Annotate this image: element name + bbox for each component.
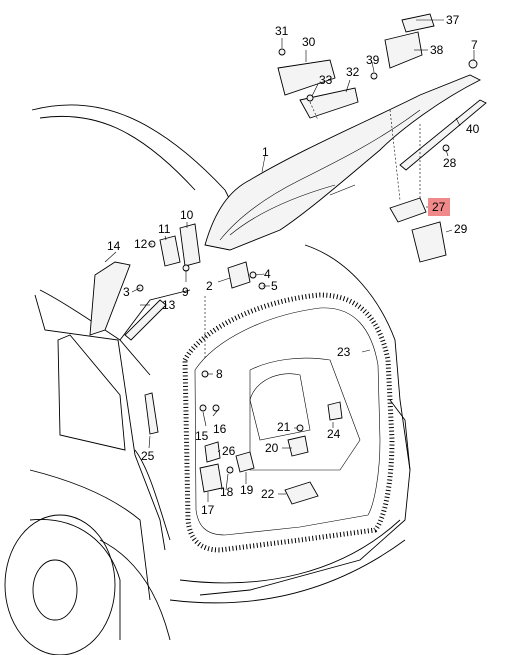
bolt-39 [370, 72, 378, 80]
cap-24 [327, 401, 343, 421]
roof-side-line [39, 115, 196, 191]
clip-15 [199, 404, 207, 412]
bolt-33 [306, 94, 314, 102]
tailgate-lid-rib [229, 184, 336, 236]
callout-5: 5 [271, 279, 278, 293]
bolt-28 [442, 144, 450, 152]
callout-31: 31 [275, 24, 289, 38]
callout-19: 19 [240, 483, 254, 497]
bumper-line [179, 519, 401, 584]
highlight-box [428, 198, 450, 216]
rear-wheel [4, 514, 116, 655]
callout-30: 30 [302, 35, 316, 49]
grip-37 [401, 13, 435, 33]
c-pillar-line [39, 289, 151, 376]
rear-wheel-hub [32, 559, 78, 621]
callout-24: 24 [327, 427, 341, 441]
handle-38 [384, 31, 423, 69]
bolt-18 [226, 466, 234, 474]
bolt-16 [212, 404, 220, 412]
trim-32 [299, 87, 359, 119]
callout-29: 29 [454, 222, 468, 236]
hinge-10 [179, 223, 201, 267]
tailgate-lid-rib-2 [329, 184, 356, 196]
tailgate-lid-inner [219, 109, 421, 241]
leader-lines [104, 19, 475, 502]
callout-33: 33 [319, 73, 333, 87]
callout-16: 16 [213, 422, 227, 436]
body-right-side [199, 244, 411, 596]
callout-3: 3 [123, 285, 130, 299]
side-window [57, 334, 126, 451]
body-right-edge [389, 399, 411, 471]
callout-11: 11 [158, 222, 171, 236]
callout-8: 8 [216, 367, 223, 381]
wheel-arch [29, 519, 121, 640]
callout-10: 10 [180, 208, 194, 222]
gas-strut-13 [124, 299, 167, 341]
callout-15: 15 [195, 429, 209, 443]
callout-labels: 1 2 3 4 5 7 8 9 10 11 12 13 14 15 16 17 … [107, 13, 480, 517]
callout-39: 39 [366, 53, 380, 67]
callout-9: 9 [182, 285, 189, 299]
hinge-11 [159, 235, 181, 267]
bracket-26 [204, 441, 221, 463]
bumper-left [99, 539, 171, 641]
tailgate-lid [204, 74, 482, 251]
bolt-31 [278, 48, 286, 56]
tailgate-opening-inner [194, 307, 381, 536]
bracket-2 [227, 261, 251, 289]
body-side-upper [34, 294, 166, 551]
spoiler-40 [399, 99, 487, 171]
callout-40: 40 [466, 122, 480, 136]
callout-22: 22 [261, 487, 275, 501]
callout-32: 32 [346, 65, 360, 79]
latch-17 [199, 463, 223, 493]
trunk-floor-line [249, 357, 361, 471]
callout-25: 25 [141, 449, 155, 463]
car-body [4, 104, 411, 655]
callout-7: 7 [471, 38, 478, 52]
bracket-20 [287, 435, 309, 457]
rear-quarter [119, 289, 191, 341]
cover-22 [284, 481, 319, 505]
nut-7 [468, 59, 478, 69]
callout-17: 17 [201, 503, 215, 517]
callout-26: 26 [222, 444, 236, 458]
trunk-wheel-housing [249, 373, 311, 441]
body-lower-line [29, 469, 151, 601]
callout-37: 37 [446, 13, 460, 27]
bumper-bottom [169, 539, 406, 604]
callout-12: 12 [134, 237, 148, 251]
callout-4: 4 [264, 267, 271, 281]
bracket-27 [389, 197, 427, 223]
callout-28: 28 [443, 156, 457, 170]
striker-19 [235, 451, 255, 473]
callout-20: 20 [265, 441, 279, 455]
callout-14: 14 [107, 239, 121, 253]
latch-cover-30 [277, 59, 336, 96]
callout-18: 18 [220, 485, 234, 499]
callout-1: 1 [262, 145, 269, 159]
callout-38: 38 [430, 43, 444, 57]
callout-13: 13 [162, 298, 176, 312]
callout-23: 23 [337, 345, 351, 359]
callout-27: 27 [432, 200, 446, 214]
trim-14 [89, 261, 131, 336]
callout-2: 2 [206, 279, 213, 293]
buffer-29 [411, 221, 447, 263]
roof-line [31, 104, 231, 201]
rear-side-panel [134, 449, 171, 541]
callout-21: 21 [277, 420, 291, 434]
switch-25 [144, 392, 159, 435]
